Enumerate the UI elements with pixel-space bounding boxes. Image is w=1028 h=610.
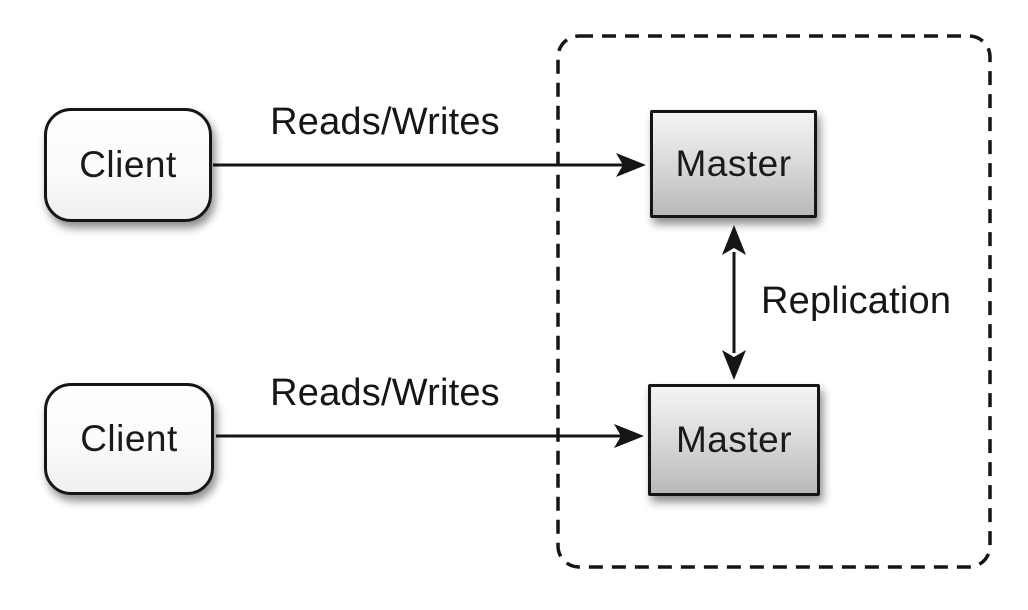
replication-zone-dashed-border xyxy=(556,34,992,569)
arrow-reads-writes-top xyxy=(213,153,646,177)
arrow-reads-writes-bottom xyxy=(216,424,644,448)
node-master-top: Master xyxy=(650,110,817,218)
node-master-top-label: Master xyxy=(675,143,792,184)
edge-label-reads-writes-bottom: Reads/Writes xyxy=(270,372,500,414)
arrowhead-down-icon xyxy=(722,350,746,380)
node-client-bottom-label: Client xyxy=(80,418,178,459)
node-client-bottom: Client xyxy=(44,383,214,495)
arrow-replication xyxy=(722,225,746,380)
arrowhead-right-icon xyxy=(616,153,646,177)
node-master-bottom-label: Master xyxy=(675,419,793,460)
arrowhead-right-icon xyxy=(614,424,644,448)
node-master-bottom: Master xyxy=(648,384,820,496)
arrowhead-up-icon xyxy=(722,225,746,255)
edge-label-reads-writes-top: Reads/Writes xyxy=(270,101,500,143)
edge-label-replication: Replication xyxy=(761,280,952,322)
node-client-top-label: Client xyxy=(79,144,177,185)
node-client-top: Client xyxy=(44,108,212,222)
